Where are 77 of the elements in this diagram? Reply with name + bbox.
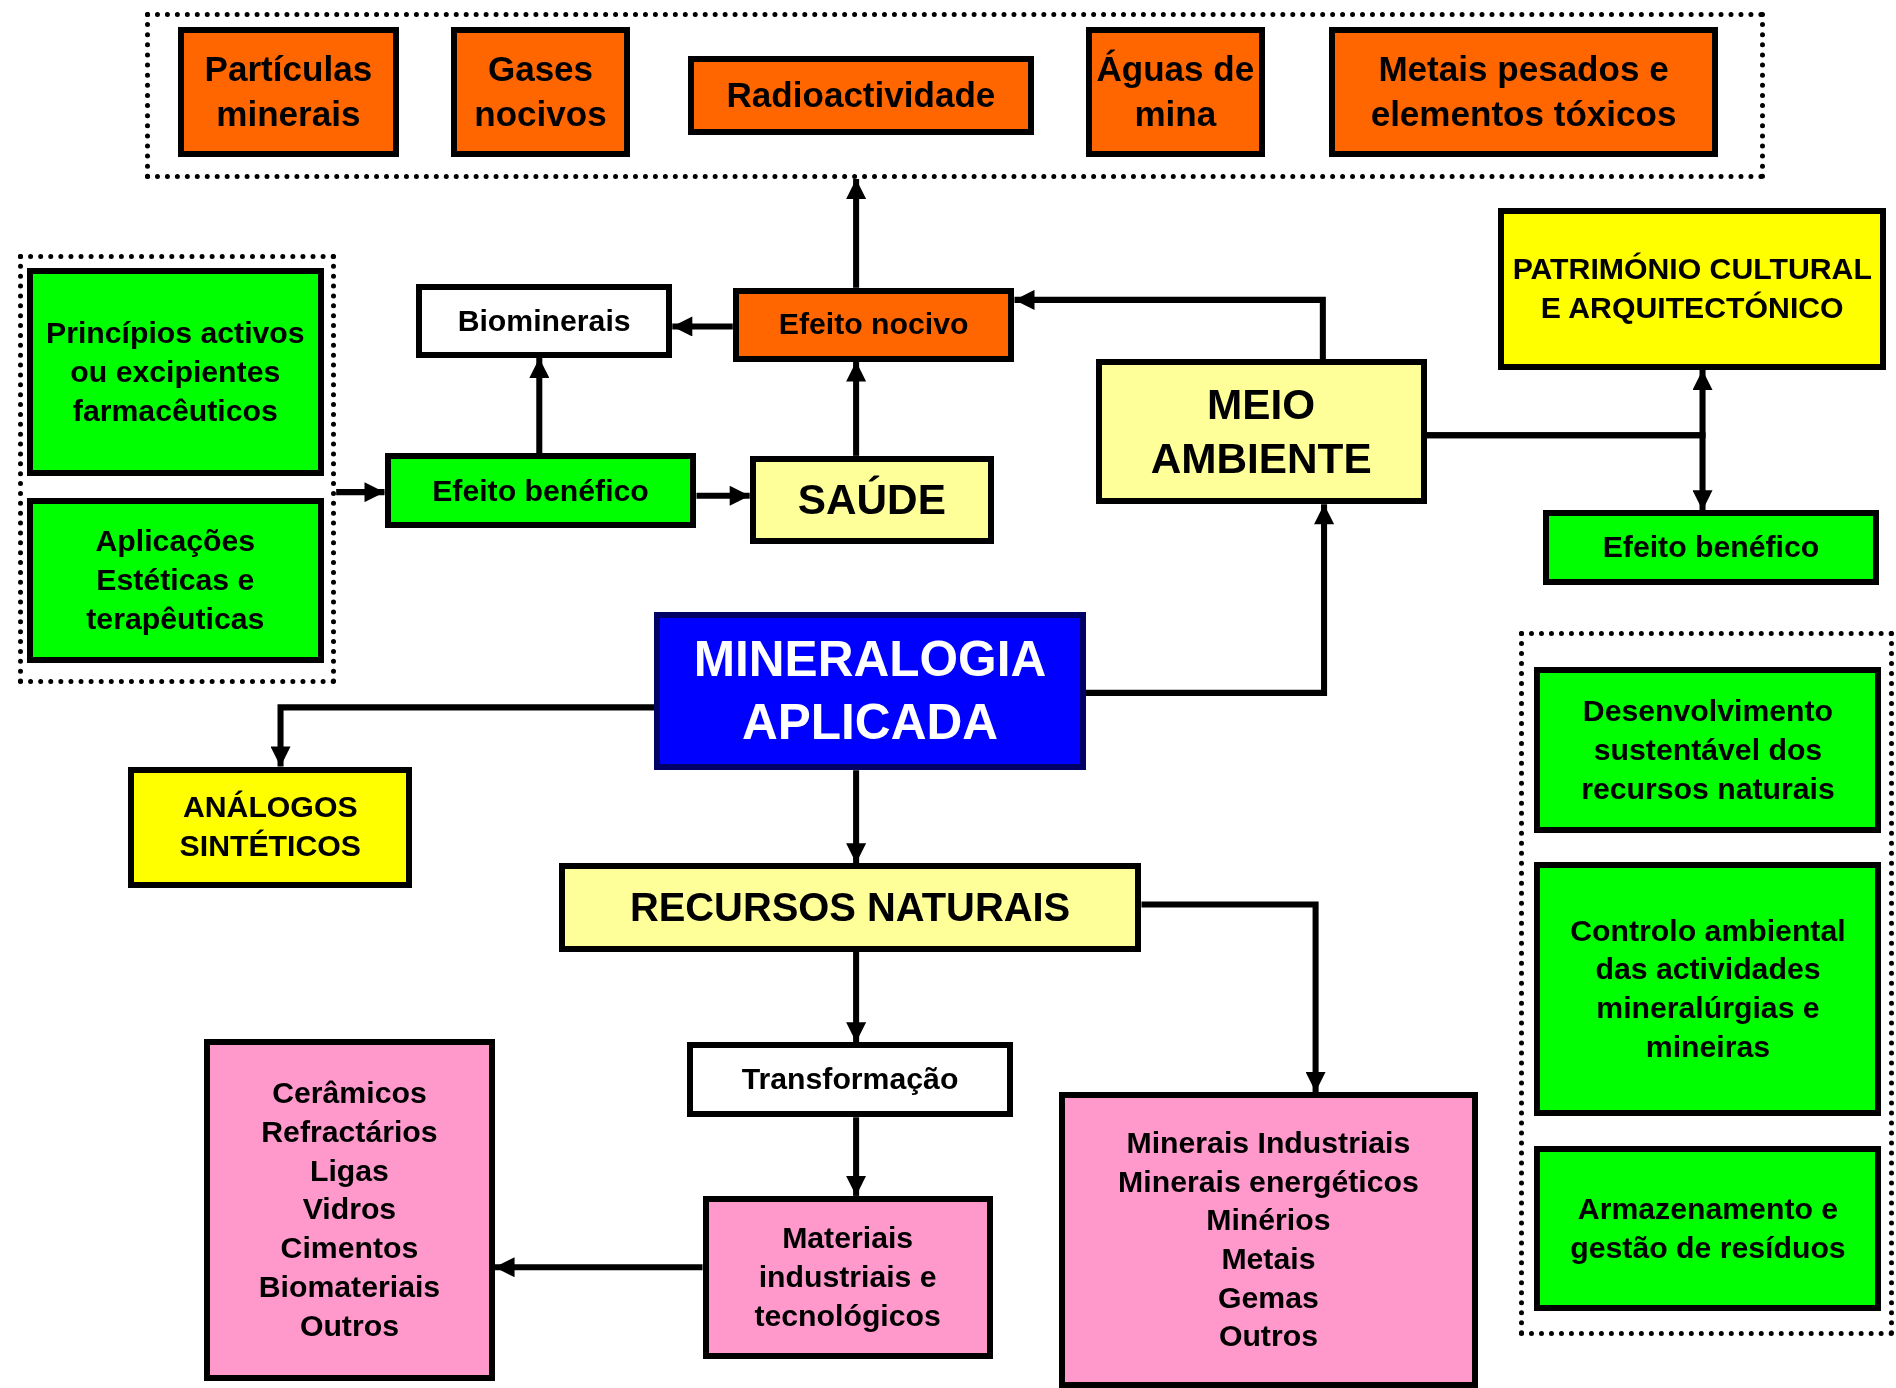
arrow <box>846 951 867 1043</box>
concept-box <box>688 55 1034 136</box>
concept-box <box>1085 26 1265 158</box>
box-text: ANÁLOGOS SINTÉTICOS <box>178 789 362 865</box>
box-text: Efeito benéfico <box>1602 529 1820 566</box>
concept-box <box>1059 1091 1478 1388</box>
box-text: Refractários <box>261 1114 438 1151</box>
concept-box <box>26 268 325 477</box>
box-text: Águas de mina <box>1095 48 1255 135</box>
arrow <box>494 1257 703 1278</box>
box-text: Ligas <box>309 1152 389 1189</box>
dotted-group-frame <box>1518 631 1894 1337</box>
arrow <box>336 482 385 503</box>
box-text: Outros <box>299 1307 399 1344</box>
concept-box <box>1498 207 1887 370</box>
box-text: Metais pesados e elementos tóxicos <box>1369 48 1678 135</box>
box-text: Metais <box>1221 1241 1316 1277</box>
box-text: Biominerais <box>457 302 631 339</box>
arrow <box>696 485 750 506</box>
box-text: Gemas <box>1218 1279 1319 1316</box>
box-text: Efeito benéfico <box>432 472 649 509</box>
arrow <box>270 704 655 767</box>
concept-box <box>686 1042 1014 1118</box>
box-text: Desenvolvimento sustentável dos recursos naturais <box>1580 693 1836 807</box>
box-text: Controlo ambiental das actividades mineralúrgias e mineiras <box>1569 912 1847 1065</box>
box-text: Outros <box>1218 1318 1318 1355</box>
concept-box <box>1534 862 1882 1117</box>
central-concept-box <box>654 611 1086 771</box>
box-text: Biomateriais <box>258 1268 441 1305</box>
box-text: Materiais industriais e tecnológicos <box>753 1220 942 1334</box>
box-text: Cerâmicos <box>272 1075 427 1112</box>
concept-box <box>1534 667 1882 834</box>
box-text: Transformação <box>741 1061 959 1098</box>
box-text: Gases nocivos <box>473 48 608 135</box>
box-text: Efeito nocivo <box>778 306 969 343</box>
box-text: PATRIMÓNIO CULTURAL E ARQUITECTÓNICO <box>1511 251 1873 326</box>
arrow <box>846 361 867 456</box>
arrow <box>846 178 867 288</box>
box-text: Cimentos <box>280 1230 419 1267</box>
box-text: MINERALOGIA APLICADA <box>692 629 1048 753</box>
concept-box <box>451 26 630 158</box>
arrow <box>1426 432 1713 511</box>
concept-box <box>702 1195 993 1360</box>
box-text: Radioactividade <box>726 74 996 117</box>
arrow <box>672 316 733 337</box>
arrow <box>1141 901 1326 1092</box>
arrow <box>1014 289 1326 360</box>
box-text: RECURSOS NATURAIS <box>629 883 1071 931</box>
concept-box <box>1328 26 1719 158</box>
concept-box <box>1095 359 1427 505</box>
dotted-group-frame <box>145 12 1766 179</box>
box-text: Minérios <box>1206 1202 1331 1239</box>
box-text: MEIO AMBIENTE <box>1149 379 1373 484</box>
box-text: Vidros <box>302 1191 397 1228</box>
arrow <box>846 1117 867 1196</box>
concept-box <box>1542 510 1880 586</box>
concept-box <box>558 863 1142 952</box>
box-text: Princípios activos ou excipientes farmacêuticos <box>45 315 306 429</box>
box-text: Minerais energéticos <box>1118 1163 1419 1200</box>
box-text: Partículas minerais <box>203 48 374 135</box>
arrow <box>1085 504 1335 696</box>
concept-box <box>732 287 1015 362</box>
concept-box <box>384 453 697 529</box>
arrow <box>529 357 550 454</box>
dotted-group-frame <box>18 253 337 685</box>
concept-box <box>128 766 413 888</box>
box-text: Aplicações Estéticas e terapêuticas <box>85 523 266 637</box>
concept-box <box>415 284 673 358</box>
concept-box <box>177 26 399 158</box>
box-text: Minerais Industriais <box>1126 1124 1411 1161</box>
concept-box <box>749 455 994 545</box>
concept-box <box>26 498 325 663</box>
box-text: SAÚDE <box>797 474 946 525</box>
arrow <box>846 770 867 864</box>
concept-box <box>1534 1146 1882 1311</box>
box-text: Armazenamento e gestão de resíduos <box>1569 1190 1847 1266</box>
concept-box <box>204 1038 495 1381</box>
